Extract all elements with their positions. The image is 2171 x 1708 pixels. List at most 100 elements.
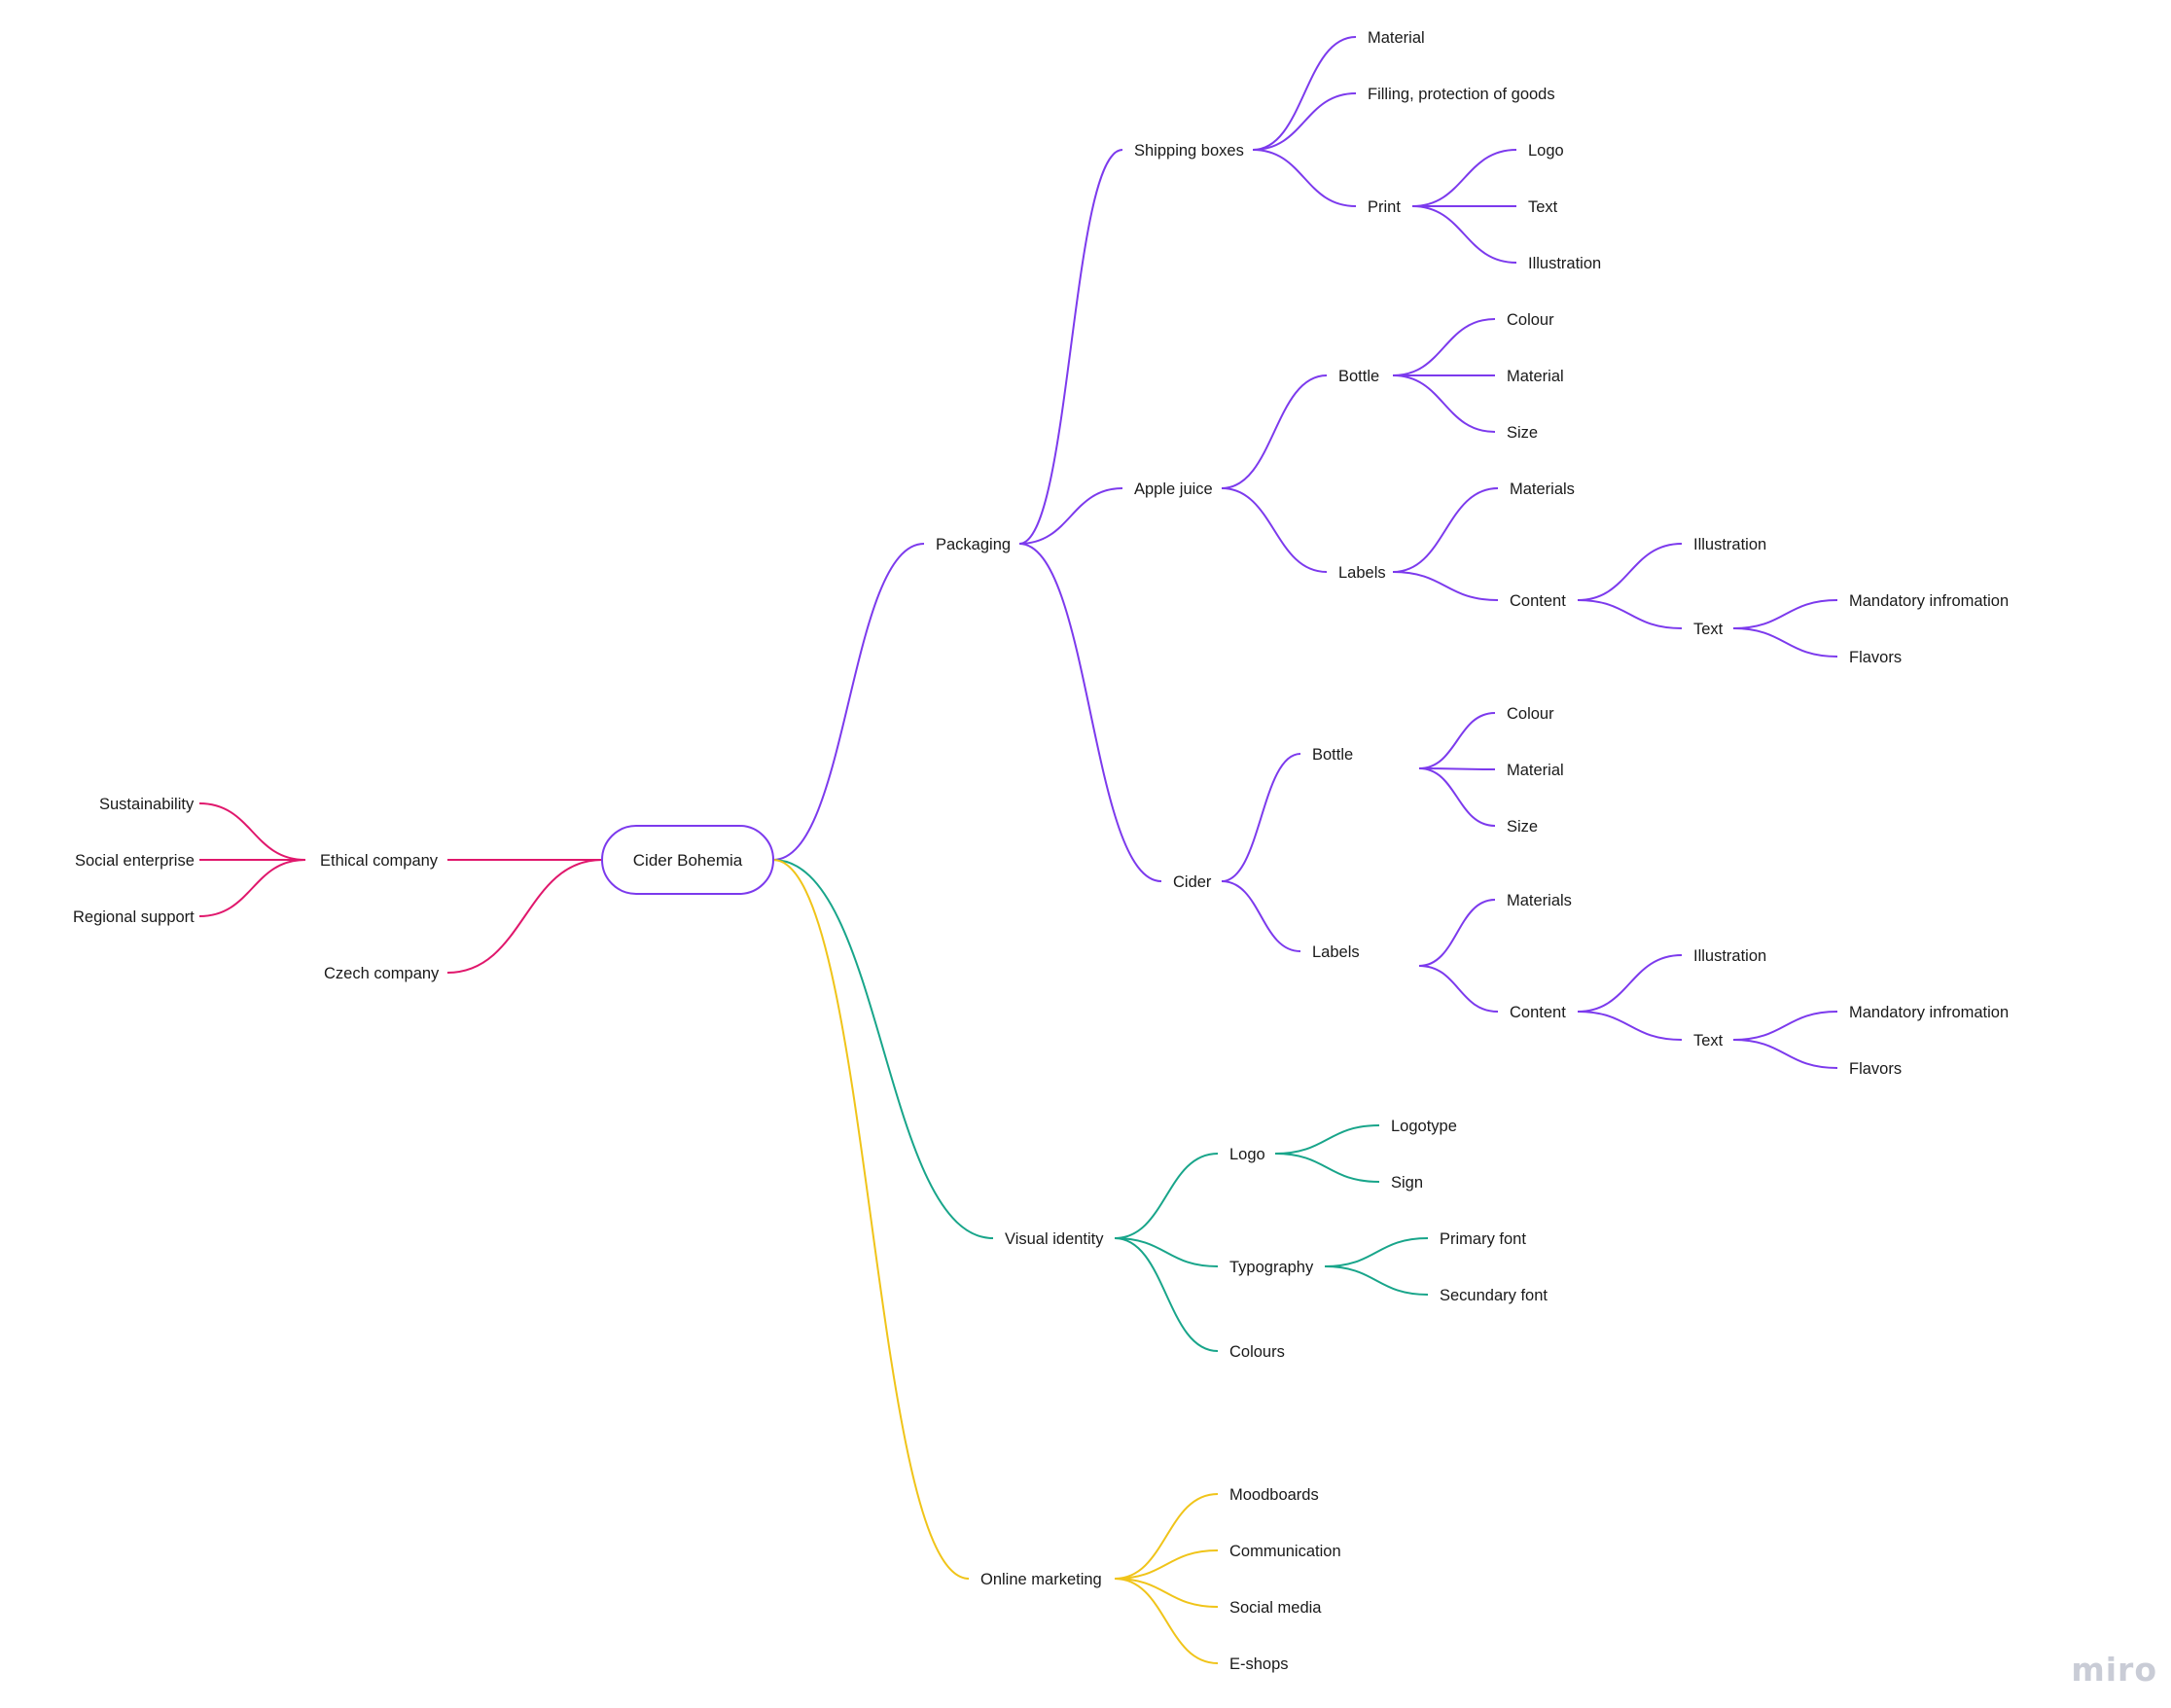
node-ec-sustainability[interactable]: Sustainability	[99, 796, 195, 813]
node-sb-print-illustration[interactable]: Illustration	[1528, 255, 1601, 272]
root-node-box[interactable]	[601, 825, 774, 895]
node-vi-colours[interactable]: Colours	[1229, 1343, 1285, 1361]
connector-aj-labels-content	[1392, 571, 1499, 601]
node-vi-logotype[interactable]: Logotype	[1391, 1118, 1457, 1135]
connector-aj-bottle-size	[1392, 374, 1496, 433]
connector-vi-sign	[1274, 1153, 1380, 1183]
connector-om-social-media	[1114, 1578, 1219, 1608]
node-sb-print-logo[interactable]: Logo	[1528, 142, 1564, 160]
root-node-label[interactable]: Cider Bohemia	[633, 851, 743, 870]
miro-watermark: miro	[2071, 1651, 2157, 1689]
node-aj-text-mandatory[interactable]: Mandatory infromation	[1849, 592, 2009, 610]
node-vi-secundary-font[interactable]: Secundary font	[1440, 1287, 1548, 1304]
connector-sb-print-logo	[1411, 149, 1517, 207]
connector-c-labels	[1221, 880, 1301, 952]
node-aj-content-illustration[interactable]: Illustration	[1693, 536, 1766, 553]
node-c-bottle[interactable]: Bottle	[1312, 746, 1353, 764]
connector-c-bottle-colour	[1418, 712, 1496, 769]
connector-vi-colours	[1114, 1237, 1219, 1352]
connector-om-moodboards	[1114, 1493, 1219, 1580]
connector-layer	[198, 36, 1838, 1664]
connector-visual-identity	[772, 859, 994, 1239]
node-visual-identity[interactable]: Visual identity	[1005, 1230, 1104, 1248]
connector-sb-material	[1252, 36, 1357, 151]
node-c-bottle-colour[interactable]: Colour	[1507, 705, 1554, 723]
connector-vi-logotype	[1274, 1124, 1380, 1155]
node-vi-primary-font[interactable]: Primary font	[1440, 1230, 1526, 1248]
connector-aj-bottle	[1221, 374, 1328, 489]
node-c-bottle-material[interactable]: Material	[1507, 762, 1564, 779]
connector-aj-content-text	[1577, 599, 1683, 629]
connector-aj-labels-materials	[1392, 487, 1499, 573]
connector-c-content-text	[1577, 1011, 1683, 1041]
connector-c-bottle-size	[1418, 767, 1496, 827]
node-ec-social-enterprise[interactable]: Social enterprise	[75, 852, 195, 870]
node-om-communication[interactable]: Communication	[1229, 1543, 1341, 1560]
connector-aj-bottle-colour	[1392, 318, 1496, 376]
node-vi-logo[interactable]: Logo	[1229, 1146, 1265, 1163]
node-sb-print-text[interactable]: Text	[1528, 198, 1558, 216]
node-aj-bottle-material[interactable]: Material	[1507, 368, 1564, 385]
connector-sb-print-illustration	[1411, 205, 1517, 264]
connector-c-text-mandatory	[1732, 1011, 1838, 1041]
connector-aj-labels	[1221, 487, 1328, 573]
node-ec-regional-support[interactable]: Regional support	[73, 908, 195, 926]
connector-om-eshops	[1114, 1578, 1219, 1664]
connector-vi-secundary-font	[1324, 1265, 1429, 1296]
node-aj-bottle-size[interactable]: Size	[1507, 424, 1538, 442]
connector-czech-company	[446, 859, 603, 974]
node-c-labels-materials[interactable]: Materials	[1507, 892, 1572, 909]
connector-ec-sustainability	[198, 802, 306, 861]
connector-sb-filling	[1252, 92, 1357, 151]
connector-packaging	[772, 543, 925, 861]
node-c-text-flavors[interactable]: Flavors	[1849, 1060, 1902, 1078]
node-c-content-text[interactable]: Text	[1693, 1032, 1724, 1050]
node-aj-labels-materials[interactable]: Materials	[1510, 480, 1575, 498]
node-sb-material[interactable]: Material	[1368, 29, 1425, 47]
connector-aj-content-illustration	[1577, 543, 1683, 601]
node-shipping-boxes[interactable]: Shipping boxes	[1134, 142, 1244, 160]
node-c-bottle-size[interactable]: Size	[1507, 818, 1538, 836]
node-packaging[interactable]: Packaging	[936, 536, 1011, 553]
node-c-labels-content[interactable]: Content	[1510, 1004, 1566, 1021]
node-ethical-company[interactable]: Ethical company	[320, 852, 439, 870]
node-czech-company[interactable]: Czech company	[324, 965, 440, 982]
node-online-marketing[interactable]: Online marketing	[980, 1571, 1102, 1588]
node-aj-text-flavors[interactable]: Flavors	[1849, 649, 1902, 666]
node-om-moodboards[interactable]: Moodboards	[1229, 1486, 1319, 1504]
node-apple-juice[interactable]: Apple juice	[1134, 480, 1213, 498]
connector-sb-print	[1252, 149, 1357, 207]
connector-ec-regional-support	[198, 859, 306, 917]
node-sb-filling[interactable]: Filling, protection of goods	[1368, 86, 1555, 103]
connector-online-marketing	[772, 859, 970, 1580]
node-aj-bottle[interactable]: Bottle	[1338, 368, 1379, 385]
node-c-text-mandatory[interactable]: Mandatory infromation	[1849, 1004, 2009, 1021]
node-om-social-media[interactable]: Social media	[1229, 1599, 1322, 1617]
connector-vi-logo	[1114, 1153, 1219, 1239]
connector-apple-juice	[1018, 487, 1123, 545]
connector-aj-text-mandatory	[1732, 599, 1838, 629]
connector-aj-text-flavors	[1732, 627, 1838, 658]
connector-vi-primary-font	[1324, 1237, 1429, 1267]
node-aj-bottle-colour[interactable]: Colour	[1507, 311, 1554, 329]
node-sb-print[interactable]: Print	[1368, 198, 1401, 216]
connector-c-labels-content	[1418, 965, 1499, 1013]
node-aj-labels-content[interactable]: Content	[1510, 592, 1566, 610]
connector-shipping-boxes	[1018, 149, 1123, 545]
node-cider[interactable]: Cider	[1173, 873, 1212, 891]
connector-c-bottle-material	[1418, 767, 1496, 770]
node-vi-sign[interactable]: Sign	[1391, 1174, 1423, 1192]
node-vi-typography[interactable]: Typography	[1229, 1259, 1314, 1276]
node-aj-content-text[interactable]: Text	[1693, 621, 1724, 638]
connector-c-bottle	[1221, 753, 1301, 882]
node-c-content-illustration[interactable]: Illustration	[1693, 947, 1766, 965]
connector-c-labels-materials	[1418, 899, 1496, 967]
node-c-labels[interactable]: Labels	[1312, 943, 1360, 961]
connector-om-communication	[1114, 1549, 1219, 1580]
node-om-eshops[interactable]: E-shops	[1229, 1655, 1289, 1673]
node-aj-labels[interactable]: Labels	[1338, 564, 1386, 582]
connector-c-text-flavors	[1732, 1039, 1838, 1069]
connector-vi-typography	[1114, 1237, 1219, 1267]
